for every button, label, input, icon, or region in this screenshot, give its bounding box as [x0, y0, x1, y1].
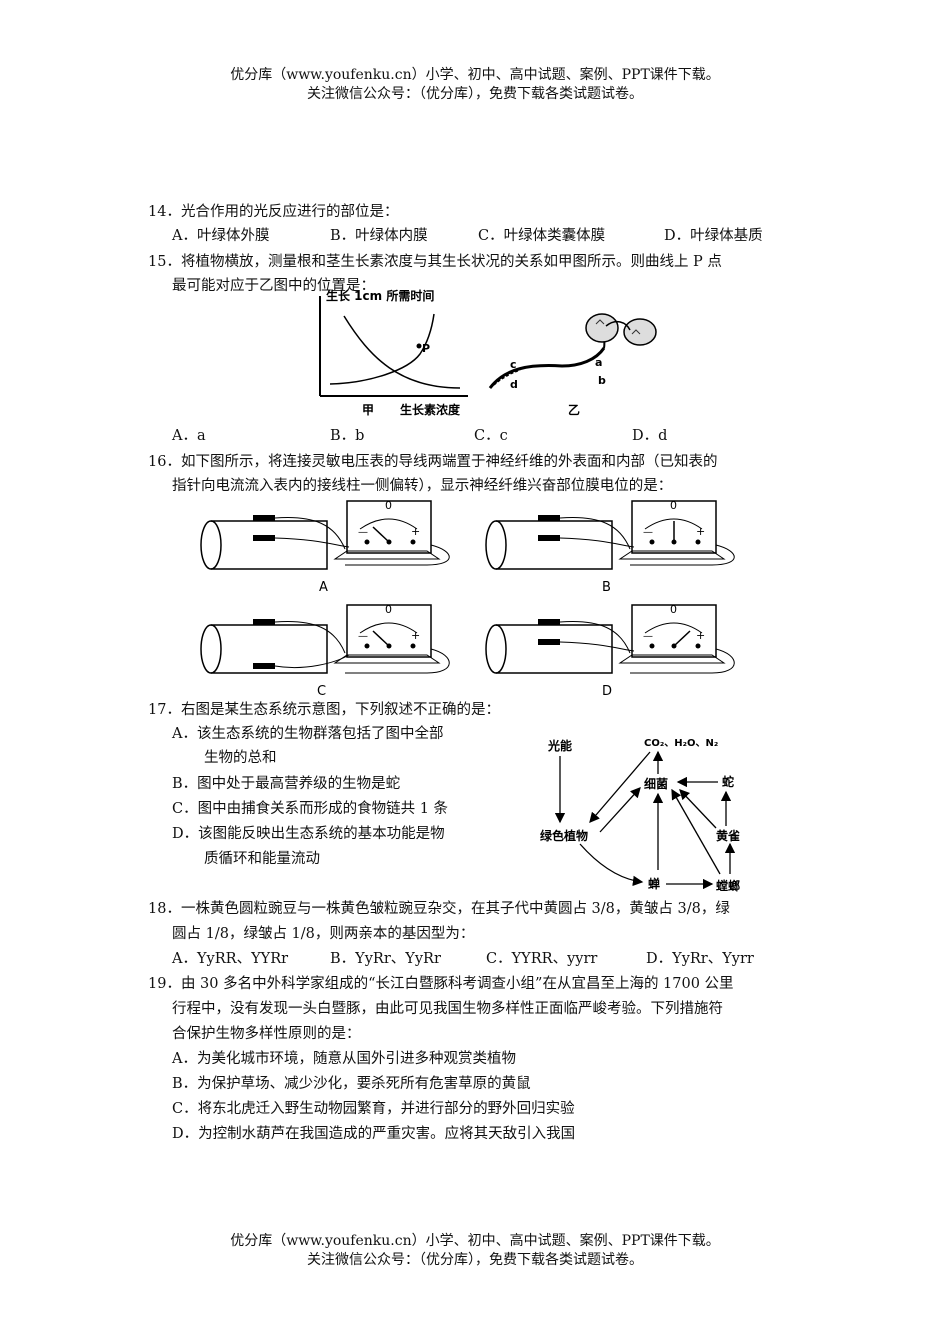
q17-node-plant: 绿色植物: [540, 828, 588, 843]
footer-line-2: 关注微信公众号：（优分库），免费下载各类试题试卷。: [307, 1252, 643, 1268]
q16-panel-a: 0 — + A: [200, 499, 450, 595]
q17-node-cicada: 蝉: [648, 876, 660, 891]
q14-stem: 14．光合作用的光反应进行的部位是：: [148, 204, 399, 220]
q15-stem-2: 最可能对应于乙图中的位置是：: [172, 278, 375, 294]
q16-c-plus: +: [411, 629, 420, 642]
q16-d-minus: —: [643, 631, 653, 642]
q14-option-d: D．叶绿体基质: [664, 228, 763, 244]
q16-a-minus: —: [358, 527, 368, 538]
q15-label-b: b: [598, 374, 606, 387]
q18-option-a: A．YyRR、YYRr: [172, 951, 289, 967]
q16-label-a: A: [319, 580, 328, 595]
footer-line-1: 优分库（www.youfenku.cn）小学、初中、高中试题、案例、PPT课件下…: [230, 1233, 720, 1249]
q19-stem-1: 19．由 30 多名中外科学家组成的“长江白暨豚科考调查小组”在从宜昌至上海的 …: [148, 976, 734, 992]
q16-d-plus: +: [696, 629, 705, 642]
q19-stem-2: 行程中，没有发现一头白暨豚，由此可见我国生物多样性正面临严峻考验。下列措施符: [172, 1001, 723, 1017]
q15-point-p: [416, 343, 422, 349]
q14-option-c: C．叶绿体类囊体膜: [478, 228, 606, 244]
q16-panel-c: 0 — + C: [200, 603, 450, 699]
q17-option-a-1: A．该生态系统的生物群落包括了图中全部: [172, 726, 444, 742]
q16-d-zero: 0: [670, 603, 677, 616]
q17-node-light: 光能: [547, 738, 572, 753]
q17-option-b: B．图中处于最高营养级的生物是蛇: [172, 776, 401, 792]
q15-label-p: P: [422, 342, 430, 355]
q17-node-snake: 蛇: [722, 774, 734, 789]
q16-panel-d: 0 — + D: [485, 603, 735, 699]
q18-option-d: D．YyRr、Yyrr: [646, 951, 754, 967]
q15-option-d: D．d: [632, 428, 668, 444]
q15-label-a: a: [595, 356, 602, 369]
q15-label-jia: 甲: [362, 403, 374, 417]
q15-ylabel: 生长 1cm 所需时间: [326, 288, 434, 303]
q15-figure: P 生长 1cm 所需时间 甲 生长素浓度 c d a b 乙: [319, 288, 657, 417]
q15-leaf-2: [623, 318, 657, 346]
q15-curve-rising: [329, 313, 435, 385]
q16-panel-b: 0 — + B: [485, 499, 735, 595]
q15-option-c: C．c: [474, 428, 508, 444]
q17-ecosystem-diagram: 光能 CO₂、H₂O、N₂ 细菌 蛇 黄雀 绿色植物 蝉 螳螂: [540, 738, 740, 893]
q17-option-d-2: 质循环和能量流动: [204, 851, 320, 867]
q16-b-minus: —: [643, 527, 653, 538]
q17-node-mantis: 螳螂: [716, 878, 740, 893]
q17-node-bird: 黄雀: [716, 828, 740, 843]
q19-option-c: C．将东北虎迁入野生动物园繁育，并进行部分的野外回归实验: [172, 1101, 575, 1117]
q18-stem-2: 圆占 1/8，绿皱占 1/8，则两亲本的基因型为：: [172, 926, 475, 942]
q19-option-b: B．为保护草场、减少沙化，要杀死所有危害草原的黄鼠: [172, 1076, 531, 1092]
q15-label-c: c: [510, 358, 517, 371]
q16-a-zero: 0: [385, 499, 392, 512]
q16-stem-2: 指针向电流流入表内的接线柱一侧偏转），显示神经纤维兴奋部位膜电位的是：: [172, 478, 673, 494]
q16-label-c: C: [317, 684, 326, 699]
q16-figure: 0 — + A 0 — + B 0 — +: [200, 499, 735, 699]
q16-label-b: B: [602, 580, 611, 595]
q17-option-a-2: 生物的总和: [204, 750, 277, 766]
q19-stem-3: 合保护生物多样性原则的是：: [172, 1026, 361, 1042]
q16-label-d: D: [602, 684, 612, 699]
q18-option-b: B．YyRr、YyRr: [330, 951, 441, 967]
q19-option-d: D．为控制水葫芦在我国造成的严重灾害。应将其天敌引入我国: [172, 1126, 576, 1142]
q15-xlabel: 生长素浓度: [400, 402, 461, 417]
q15-leaf-1: [585, 313, 619, 343]
q18-stem-1: 18．一株黄色圆粒豌豆与一株黄色皱粒豌豆杂交，在其子代中黄圆占 3/8，黄皱占 …: [148, 901, 730, 917]
q15-graph-jia: P 生长 1cm 所需时间 甲 生长素浓度: [319, 288, 468, 417]
q17-option-d-1: D．该图能反映出生态系统的基本功能是物: [172, 826, 445, 842]
q16-b-plus: +: [696, 525, 705, 538]
q16-c-minus: —: [358, 631, 368, 642]
q15-plant-yi: c d a b 乙: [488, 313, 657, 417]
q19-option-a: A．为美化城市环境，随意从国外引进多种观赏类植物: [172, 1051, 516, 1067]
q17-option-c: C．图中由捕食关系而形成的食物链共 1 条: [172, 801, 449, 817]
q15-option-b: B．b: [330, 428, 365, 444]
q15-stem-1: 15．将植物横放，测量根和茎生长素浓度与其生长状况的关系如甲图所示。则曲线上 P…: [148, 254, 722, 270]
q16-stem-1: 16．如下图所示，将连接灵敏电压表的导线两端置于神经纤维的外表面和内部（已知表的: [148, 454, 718, 470]
q17-node-bacteria: 细菌: [644, 776, 668, 791]
q16-a-plus: +: [411, 525, 420, 538]
q15-curve-falling: [343, 315, 461, 389]
q14-option-a: A．叶绿体外膜: [172, 228, 270, 244]
q17-stem: 17．右图是某生态系统示意图，下列叙述不正确的是：: [148, 702, 500, 718]
q17-node-gas: CO₂、H₂O、N₂: [644, 738, 718, 749]
q14-option-b: B．叶绿体内膜: [330, 228, 428, 244]
header-line-1: 优分库（www.youfenku.cn）小学、初中、高中试题、案例、PPT课件下…: [230, 67, 720, 83]
header-line-2: 关注微信公众号：（优分库），免费下载各类试题试卷。: [307, 86, 643, 102]
q16-b-zero: 0: [670, 499, 677, 512]
q15-label-yi: 乙: [568, 403, 580, 417]
q16-c-zero: 0: [385, 603, 392, 616]
q18-option-c: C．YYRR、yyrr: [486, 951, 598, 967]
q15-label-d: d: [510, 378, 518, 391]
q15-option-a: A．a: [172, 428, 206, 444]
